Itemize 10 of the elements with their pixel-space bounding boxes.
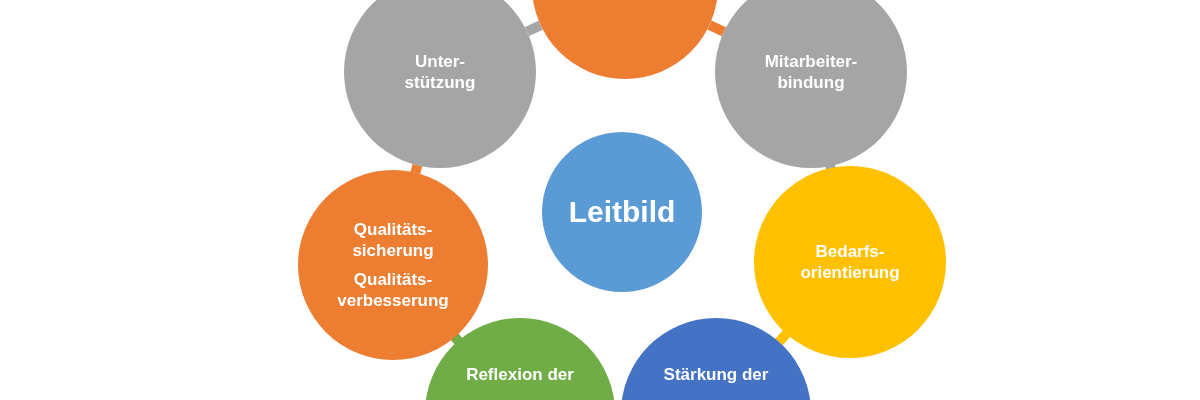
- connector: [707, 20, 726, 37]
- circle-label: Qualitäts- verbesserung: [336, 269, 450, 312]
- circle-label: Qualitäts- sicherung: [351, 218, 435, 261]
- circle-label: Mitarbeiter- bindung: [763, 50, 859, 94]
- connector: [524, 20, 543, 37]
- circle-label: Unter- stützung: [403, 50, 477, 94]
- circle-label: Reflexion der: [466, 364, 574, 386]
- circle-label: Stärkung der: [663, 364, 769, 386]
- circle-label: Bedarfs- orientierung: [799, 240, 901, 284]
- circle-label: Leitbild: [568, 194, 676, 231]
